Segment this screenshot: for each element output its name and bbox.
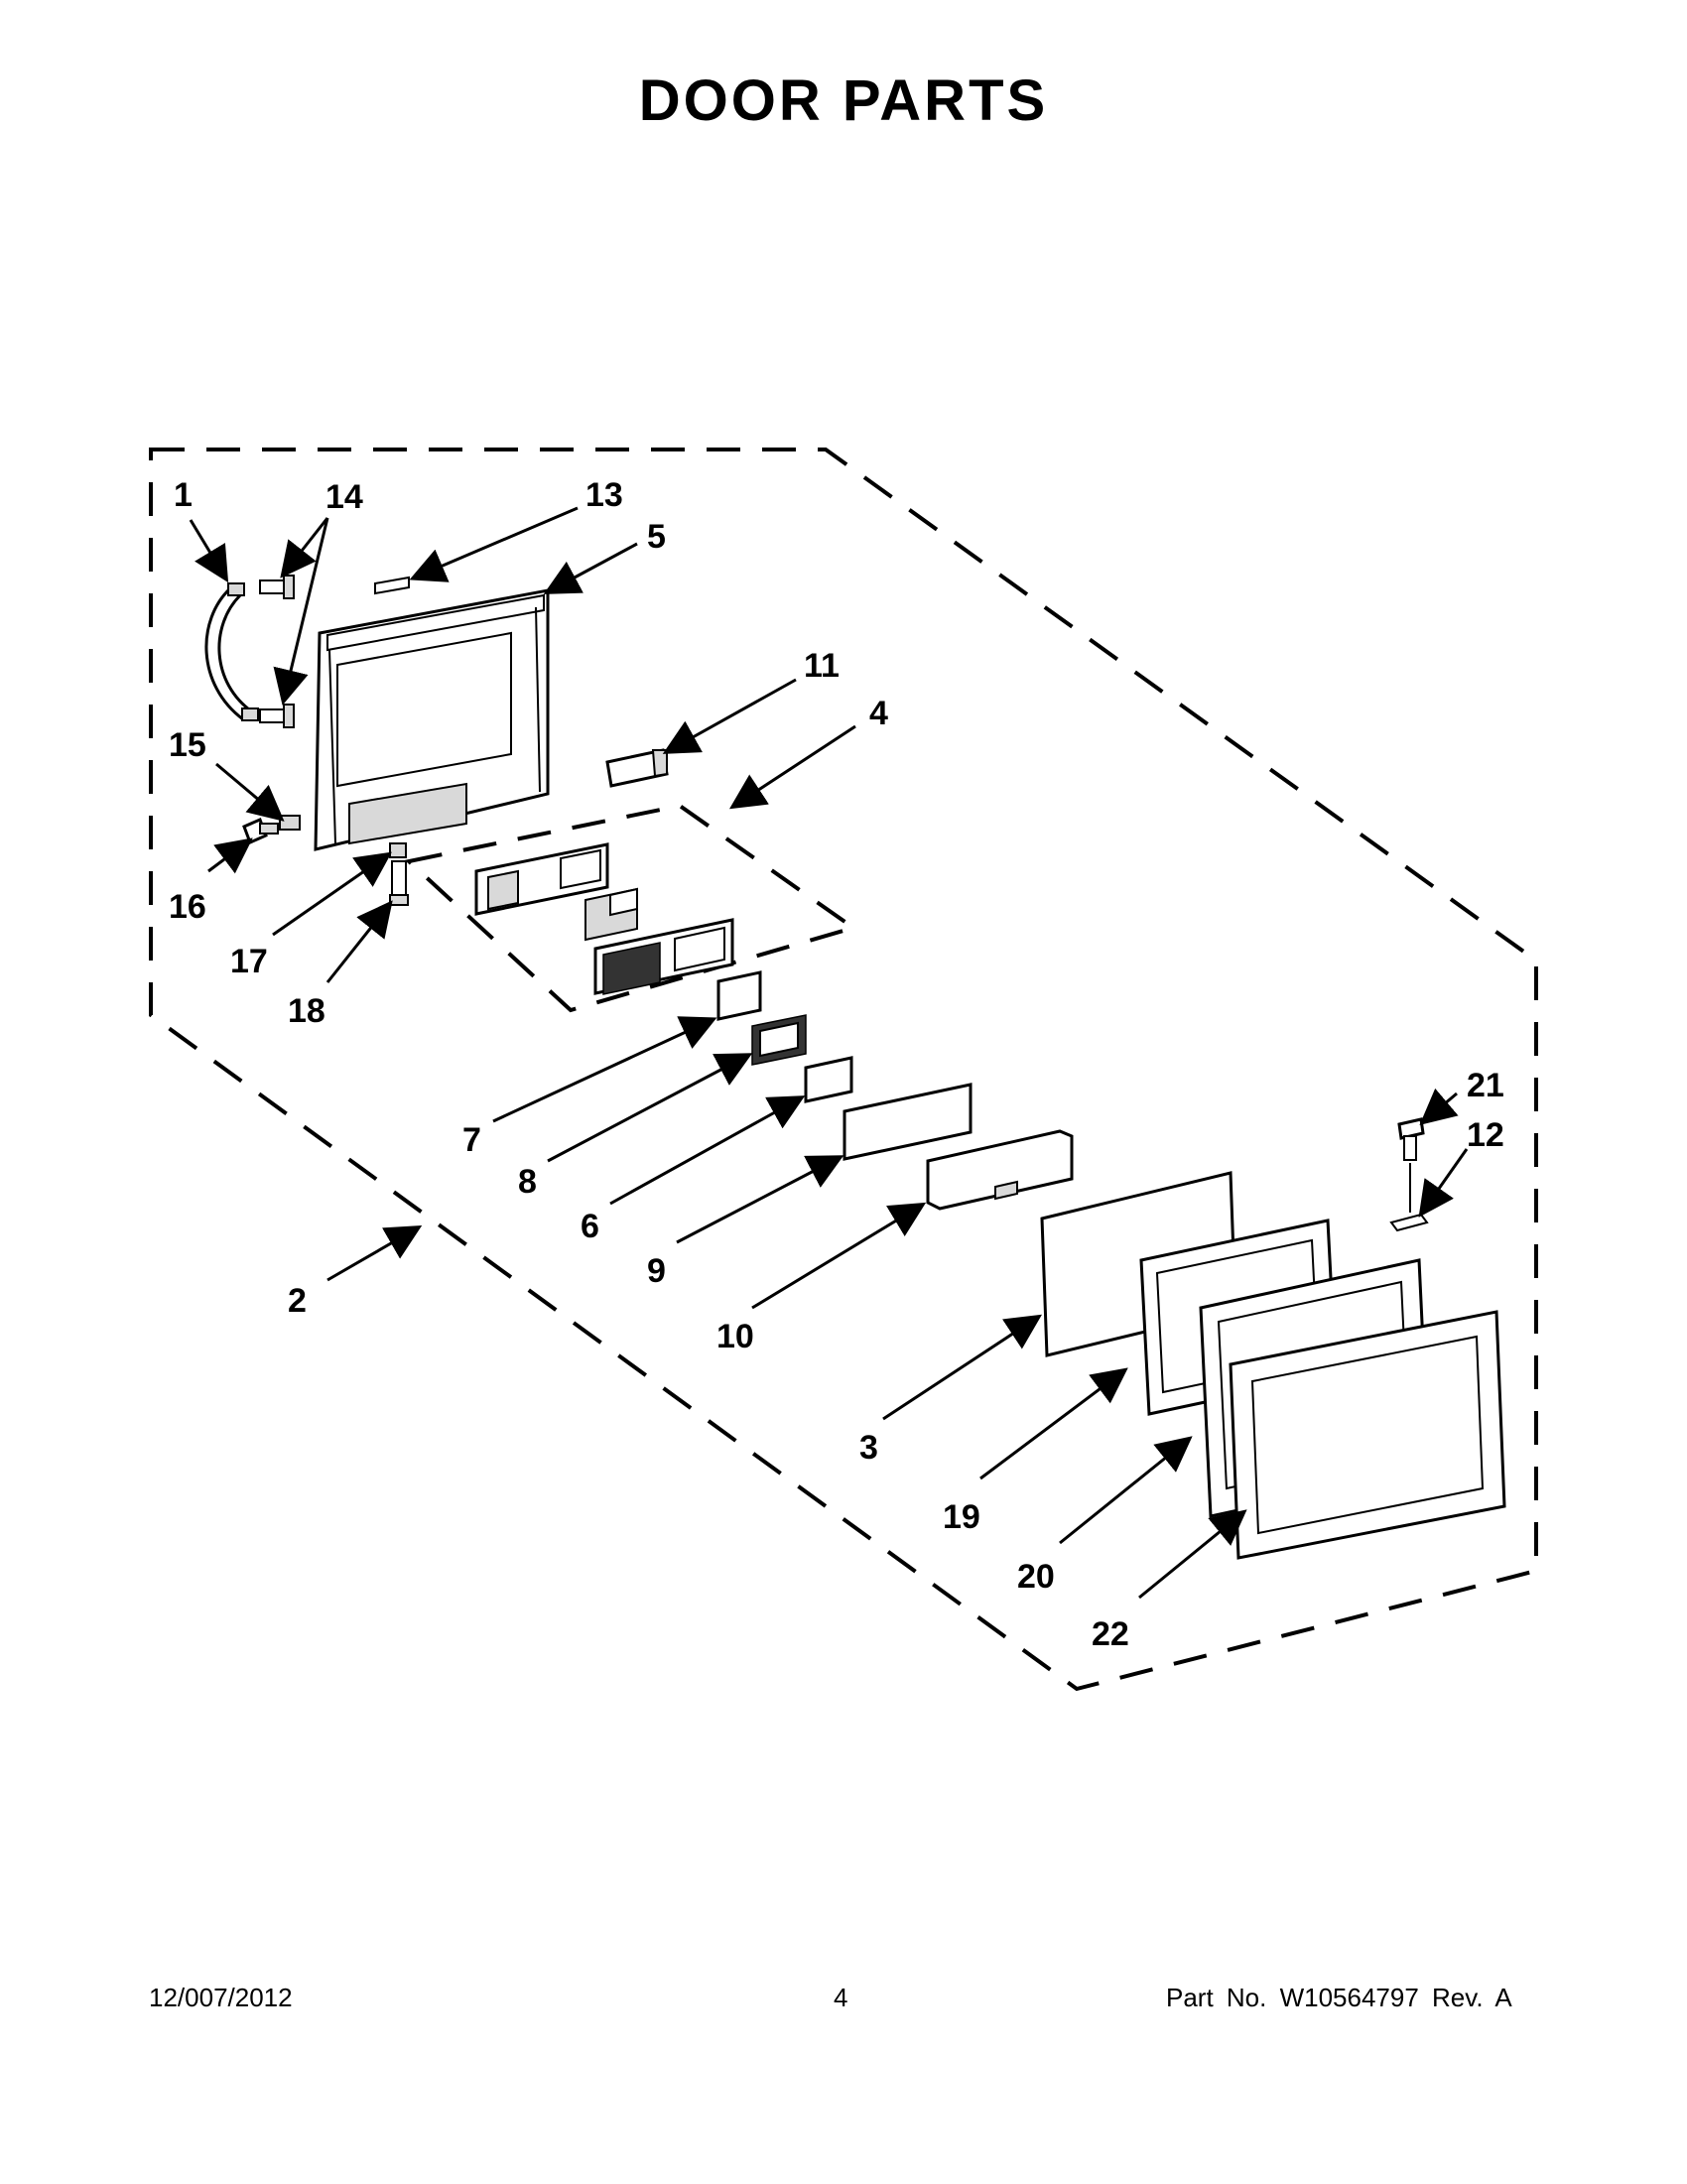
- leader-5: [543, 542, 638, 594]
- callout-20: 20: [1017, 1558, 1055, 1596]
- footer-page-number: 4: [834, 1983, 848, 2012]
- leader-15: [215, 762, 285, 822]
- leader-22: [1138, 1509, 1247, 1600]
- leader-3: [882, 1314, 1043, 1421]
- leader-2: [326, 1224, 423, 1282]
- handle-screw-upper: [259, 575, 295, 599]
- display-window: [751, 1014, 807, 1066]
- leader-14b: [273, 517, 329, 706]
- nameplate: [374, 576, 410, 595]
- leader-19: [979, 1367, 1128, 1480]
- leader-1: [189, 519, 229, 583]
- leader-14a: [280, 517, 329, 578]
- control-housing: [926, 1129, 1074, 1211]
- callout-22: 22: [1092, 1615, 1129, 1653]
- leader-6: [609, 1095, 806, 1206]
- callout-19: 19: [943, 1498, 980, 1536]
- callout-18: 18: [288, 992, 325, 1030]
- door-handle: [204, 582, 259, 721]
- outer-door-frame: [1229, 1310, 1506, 1560]
- callout-13: 13: [585, 476, 623, 514]
- callout-14: 14: [325, 478, 363, 516]
- leader-8: [547, 1053, 753, 1163]
- assembly-boundary-outline: [149, 448, 1538, 1692]
- door-latch-screw: [242, 817, 279, 845]
- leader-16: [207, 837, 253, 874]
- door-clip: [1389, 1213, 1429, 1232]
- door-pin: [389, 860, 409, 906]
- leader-10: [751, 1202, 927, 1310]
- leader-7: [492, 1016, 717, 1123]
- callout-12: 12: [1467, 1116, 1504, 1154]
- page-title: DOOR PARTS: [638, 68, 1049, 133]
- callout-10: 10: [716, 1318, 754, 1355]
- leader-21: [1419, 1088, 1459, 1125]
- callout-15: 15: [169, 726, 206, 764]
- leader-4: [728, 724, 856, 810]
- door-spring: [389, 842, 407, 858]
- display-board: [716, 970, 762, 1021]
- callout-11: 11: [804, 647, 840, 685]
- keypad-board: [843, 1083, 973, 1161]
- callout-16: 16: [169, 888, 206, 926]
- callout-6: 6: [581, 1208, 599, 1245]
- callout-21: 21: [1467, 1067, 1504, 1104]
- callout-9: 9: [647, 1252, 666, 1290]
- control-overlay-lower: [593, 918, 734, 995]
- leader-12: [1418, 1148, 1469, 1218]
- callout-1: 1: [174, 476, 193, 514]
- callout-8: 8: [518, 1163, 537, 1201]
- callout-5: 5: [647, 518, 666, 556]
- door-latch-spacer: [279, 815, 301, 831]
- footer-date: 12/007/2012: [149, 1983, 293, 2012]
- control-overlay-upper: [474, 842, 609, 916]
- leader-9: [676, 1155, 844, 1244]
- callout-2: 2: [288, 1282, 307, 1320]
- door-screw: [1397, 1117, 1425, 1161]
- callout-7: 7: [462, 1121, 481, 1159]
- callout-4: 4: [869, 695, 888, 732]
- latch-bracket: [605, 748, 669, 788]
- footer-part-number: Part No. W10564797 Rev. A: [1166, 1983, 1512, 2012]
- control-overlay-insulator: [584, 887, 638, 942]
- callout-17: 17: [230, 943, 268, 980]
- control-panel-group-outline: [404, 803, 858, 1013]
- leader-18: [325, 900, 393, 983]
- leader-11: [662, 678, 797, 754]
- handle-screw-lower: [259, 704, 295, 728]
- leader-20: [1059, 1436, 1193, 1545]
- leader-13: [409, 506, 579, 582]
- leader-17: [272, 851, 392, 937]
- door-frame-panel: [314, 588, 550, 851]
- control-board: [804, 1056, 853, 1103]
- callout-3: 3: [859, 1429, 878, 1467]
